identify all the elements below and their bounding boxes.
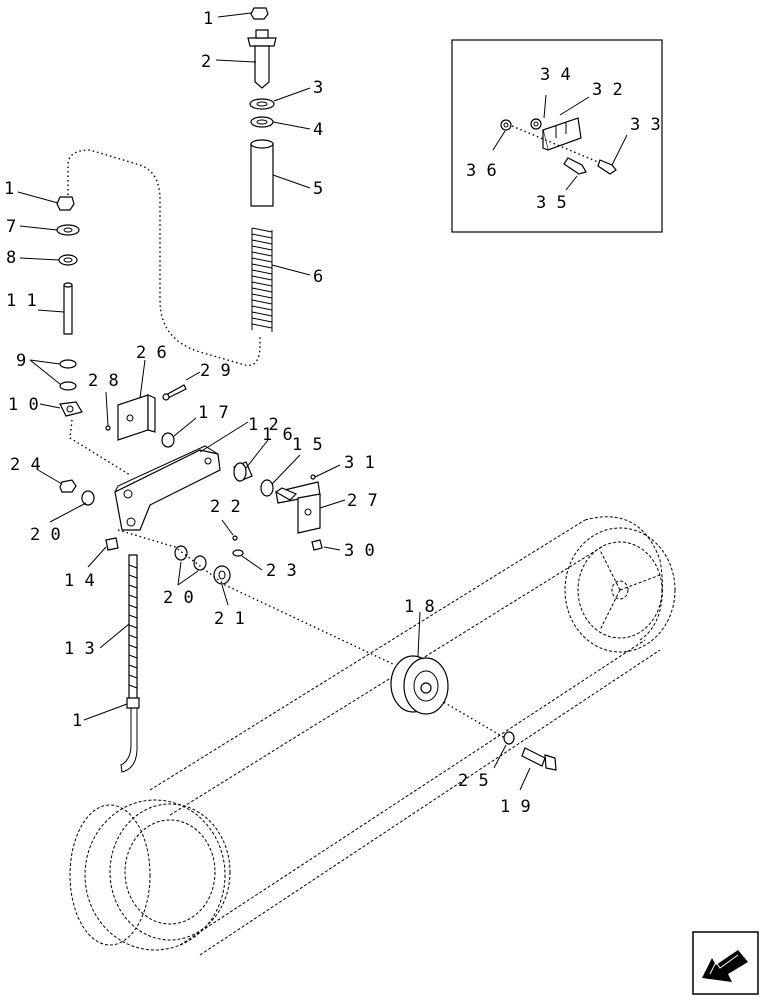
nut-1-top [250, 7, 269, 20]
pin-11 [63, 282, 73, 335]
washer-3 [249, 98, 275, 110]
label-1c: 1 [72, 711, 82, 731]
label-31: 3 1 [344, 453, 375, 473]
nut-14 [105, 537, 119, 551]
label-27: 2 7 [347, 491, 378, 511]
label-1b: 1 [4, 179, 14, 199]
inset-nut-36 [500, 119, 512, 131]
inset-bolt-33 [597, 159, 617, 175]
drive-pulley-upper [564, 527, 676, 653]
label-36: 3 6 [466, 161, 497, 181]
label-26: 2 6 [136, 343, 167, 363]
label-8: 8 [6, 248, 16, 268]
bracket-27 [274, 481, 321, 534]
washer-23 [232, 549, 244, 557]
washer-17 [161, 432, 175, 448]
label-32: 3 2 [592, 80, 623, 100]
label-18: 1 8 [404, 597, 435, 617]
washer-8 [58, 254, 78, 266]
inset-bracket [542, 117, 582, 151]
washer-7 [56, 224, 80, 236]
label-4: 4 [313, 120, 323, 140]
label-24: 2 4 [10, 455, 41, 475]
inset-nut-34 [530, 118, 542, 130]
label-13: 1 3 [64, 639, 95, 659]
label-1a: 1 [203, 9, 213, 29]
bolt-2 [247, 29, 277, 89]
label-29: 2 9 [200, 361, 231, 381]
tube-5 [250, 139, 274, 207]
belt [149, 516, 663, 956]
label-10: 1 0 [8, 395, 39, 415]
label-20b: 2 0 [163, 588, 194, 608]
next-page-arrow-icon[interactable] [692, 931, 759, 995]
label-30: 3 0 [344, 541, 375, 561]
washer-15 [260, 479, 274, 497]
label-25: 2 5 [458, 771, 489, 791]
bushing-16 [233, 461, 253, 482]
label-23: 2 3 [266, 561, 297, 581]
label-15: 1 5 [292, 435, 323, 455]
arm-12 [114, 445, 221, 531]
washer-9a [59, 359, 77, 369]
label-12: 1 2 [248, 415, 279, 435]
label-34: 3 4 [540, 65, 571, 85]
label-9: 9 [16, 351, 26, 371]
label-6: 6 [313, 267, 323, 287]
washer-25 [503, 731, 515, 745]
washer-4 [250, 116, 274, 128]
label-11: 1 1 [6, 291, 37, 311]
label-20a: 2 0 [30, 525, 61, 545]
label-22: 2 2 [210, 497, 241, 517]
rod-13 [120, 554, 140, 773]
nut-24 [59, 479, 77, 493]
drive-pulley-lower [69, 799, 231, 951]
label-2: 2 [201, 52, 211, 72]
label-16: 1 6 [262, 425, 293, 445]
spring-6 [251, 227, 273, 332]
washer-20-left [81, 490, 95, 506]
label-7: 7 [6, 217, 16, 237]
washer-20a [174, 545, 188, 561]
bushing-21 [213, 565, 231, 585]
washer-9b [59, 381, 77, 391]
label-19: 1 9 [500, 797, 531, 817]
block-10 [59, 401, 83, 417]
bolt-19 [521, 747, 557, 771]
label-14: 1 4 [64, 571, 95, 591]
label-21: 2 1 [214, 609, 245, 629]
label-17: 1 7 [198, 403, 229, 423]
label-28: 2 8 [88, 371, 119, 391]
bracket-26 [117, 394, 156, 441]
label-5: 5 [313, 179, 323, 199]
inset-bolt-35 [563, 157, 587, 175]
label-35: 3 5 [536, 193, 567, 213]
screw-29 [162, 384, 187, 401]
inset-frame [451, 39, 663, 233]
label-33: 3 3 [630, 115, 661, 135]
washer-20b [193, 555, 207, 571]
label-3: 3 [313, 78, 323, 98]
screw-30 [311, 539, 323, 551]
nut-1-left [56, 196, 75, 211]
idler-pulley-18 [390, 655, 449, 715]
